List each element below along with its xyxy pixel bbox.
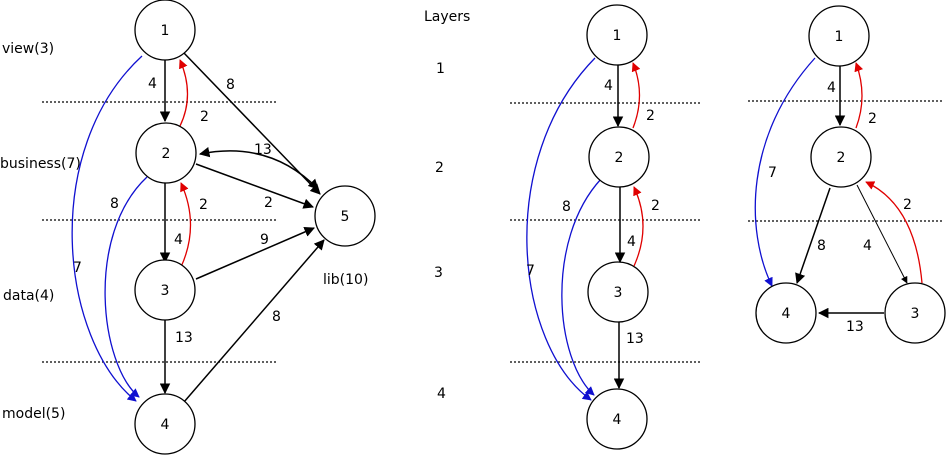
g3-edge-2-3 [856, 184, 908, 284]
g1-weight-4-5: 8 [272, 309, 281, 325]
g1-node-4-label: 4 [161, 417, 170, 433]
g3-weight-3-2: 2 [903, 197, 912, 213]
g3-weight-2-1: 2 [868, 111, 877, 127]
g3-weight-3-4: 13 [846, 319, 864, 335]
g2-edge-2-1 [631, 62, 641, 129]
g3-weight-1-2: 4 [827, 80, 836, 96]
g1-weight-1-5: 8 [226, 77, 235, 93]
g1-node-2: 2 [135, 122, 197, 184]
g2-node-3-label: 3 [614, 285, 623, 301]
g2-edge-1-4 [526, 57, 596, 401]
g2-node-2: 2 [588, 126, 650, 188]
g1-edge-2-4 [104, 176, 148, 398]
g1-weight-3-2: 2 [199, 197, 208, 213]
g3-node-3-label: 3 [911, 306, 920, 322]
g1-node-4: 4 [134, 393, 196, 455]
g1-edge-2-1 [179, 59, 189, 127]
g2-weight-1-4: 7 [526, 263, 535, 279]
g3-weight-1-4: 7 [768, 165, 777, 181]
layer-name-data: data(4) [3, 288, 54, 304]
g1-node-1-label: 1 [161, 23, 170, 39]
g1-node-3-label: 3 [161, 283, 170, 299]
g3-node-1-label: 1 [835, 29, 844, 45]
g1-node-3: 3 [134, 259, 196, 321]
g2-node-4: 4 [586, 388, 648, 450]
g3-node-4: 4 [755, 282, 817, 344]
g1-weight-5-2: 13 [254, 142, 272, 158]
g3-node-3: 3 [884, 282, 946, 344]
g1-weight-3-5: 9 [260, 232, 269, 248]
g3-edge-1-4 [754, 57, 816, 287]
g1-weight-3-4: 13 [175, 330, 193, 346]
g2-weight-3-2: 2 [651, 198, 660, 214]
g3-weight-2-3: 4 [863, 238, 872, 254]
g1-weight-1-4: 7 [73, 260, 82, 276]
g2-node-1-label: 1 [613, 28, 622, 44]
g1-weight-2-5: 2 [264, 195, 273, 211]
g1-edge-4-5 [183, 239, 325, 403]
g1-edge-5-2 [198, 147, 319, 190]
layer-name-model: model(5) [2, 406, 65, 422]
g1-edge-1-4 [71, 55, 143, 402]
g1-weight-2-4: 8 [110, 196, 119, 212]
g1-edge-3-2 [180, 182, 192, 268]
g2-node-4-label: 4 [613, 412, 622, 428]
layer-number-4: 4 [437, 386, 446, 402]
layer-number-2: 2 [435, 160, 444, 176]
g2-node-1: 1 [586, 4, 648, 66]
g3-edge-2-1 [854, 62, 864, 129]
g1-weight-1-2: 4 [148, 76, 157, 92]
g2-weight-1-2: 4 [604, 78, 613, 94]
g1-edge-3-5 [195, 226, 315, 280]
g2-node-3: 3 [587, 261, 649, 323]
g1-node-1: 1 [134, 0, 196, 61]
graph3-edges [754, 57, 923, 319]
g2-weight-2-4: 8 [562, 199, 571, 215]
g1-node-5: 5 [314, 185, 376, 247]
layers-heading: Layers [424, 9, 470, 25]
g1-node-5-label: 5 [341, 209, 350, 225]
g3-node-1: 1 [808, 5, 870, 67]
graph1-edges [71, 51, 325, 403]
g2-weight-3-4: 13 [626, 331, 644, 347]
layer-number-3: 3 [434, 265, 443, 281]
g3-edge-2-4 [795, 187, 831, 284]
g2-edge-3-2 [633, 186, 644, 267]
layer-number-1: 1 [436, 61, 445, 77]
g1-weight-2-1: 2 [200, 109, 209, 125]
graph2-edges [526, 57, 644, 401]
g1-weight-2-3: 4 [174, 232, 183, 248]
lib-label: lib(10) [323, 272, 368, 288]
g3-node-2-label: 2 [837, 150, 846, 166]
g3-edge-3-2 [865, 181, 923, 284]
g3-node-4-label: 4 [782, 306, 791, 322]
g3-node-2: 2 [810, 126, 872, 188]
g3-weight-2-4: 8 [817, 238, 826, 254]
g2-weight-2-3: 4 [627, 234, 636, 250]
g1-node-2-label: 2 [162, 146, 171, 162]
g2-node-2-label: 2 [615, 150, 624, 166]
layer-name-view: view(3) [2, 41, 54, 57]
g2-edge-2-4 [561, 178, 602, 396]
g2-weight-2-1: 2 [646, 108, 655, 124]
layer-name-business: business(7) [0, 156, 81, 172]
